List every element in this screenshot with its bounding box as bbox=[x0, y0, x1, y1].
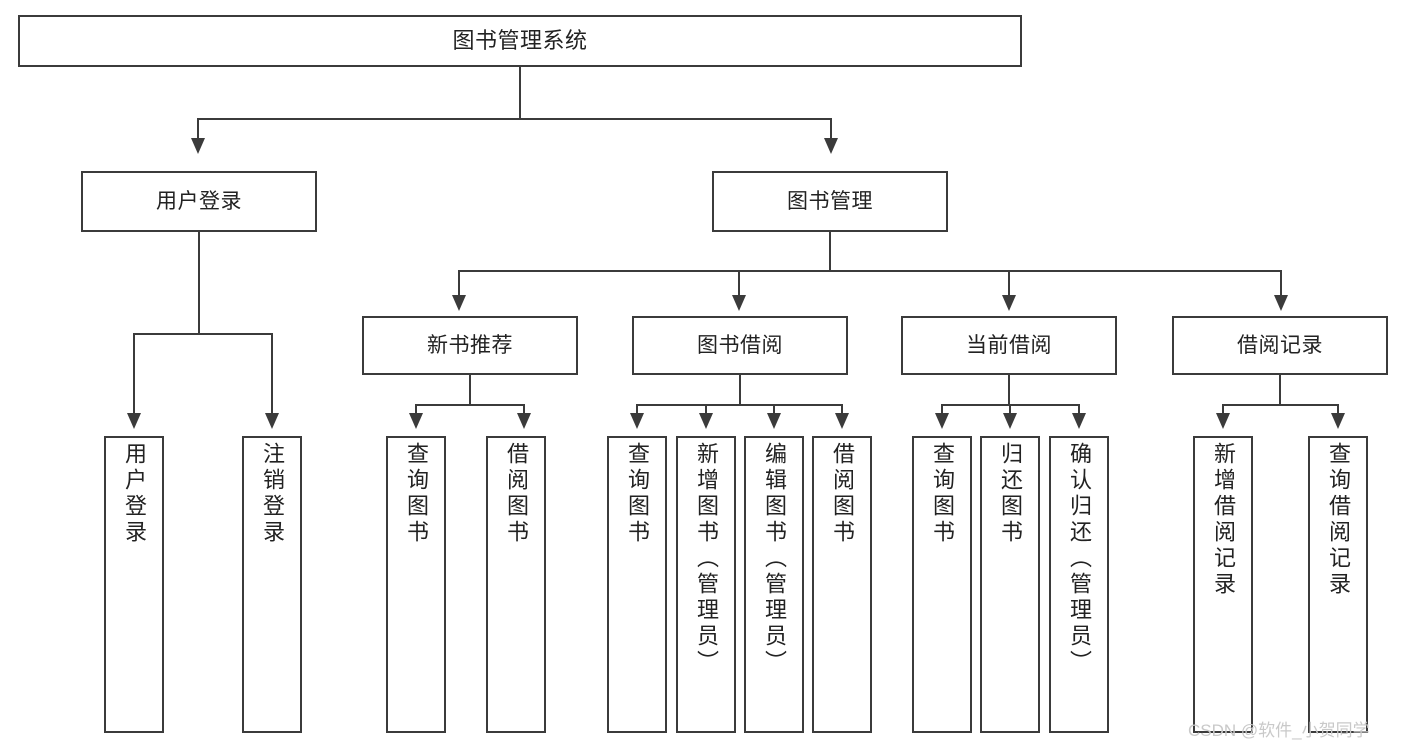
connector-nbr-drop-1 bbox=[415, 404, 417, 415]
connector-bb-bus bbox=[636, 404, 843, 406]
node-label: 新书推荐 bbox=[427, 333, 513, 357]
connector-cb-stem bbox=[1008, 375, 1010, 405]
node-label: 借阅记录 bbox=[1237, 333, 1323, 357]
connector-level3-drop-3 bbox=[1008, 270, 1010, 297]
arrowhead-leaf-query-record bbox=[1331, 413, 1345, 429]
node-label: 新增借阅记录 bbox=[1211, 442, 1236, 598]
node-leaf-add-record[interactable]: 新增借阅记录 bbox=[1193, 436, 1253, 733]
arrowhead-leaf-return-book bbox=[1003, 413, 1017, 429]
node-leaf-query-book-3[interactable]: 查询图书 bbox=[912, 436, 972, 733]
connector-user-login-drop-2 bbox=[271, 333, 273, 415]
arrowhead-leaf-logout-login bbox=[265, 413, 279, 429]
node-book-management[interactable]: 图书管理 bbox=[712, 171, 948, 232]
connector-br-bus bbox=[1222, 404, 1339, 406]
node-label: 图书管理系统 bbox=[452, 27, 588, 53]
node-book-borrow[interactable]: 图书借阅 bbox=[632, 316, 848, 375]
node-label: 查询图书 bbox=[930, 442, 955, 546]
arrowhead-user-login bbox=[191, 138, 205, 154]
arrowhead-leaf-add-record bbox=[1216, 413, 1230, 429]
node-borrow-record[interactable]: 借阅记录 bbox=[1172, 316, 1388, 375]
node-label: 注销登录 bbox=[260, 442, 285, 546]
connector-br-stem bbox=[1279, 375, 1281, 405]
node-leaf-borrow-book-1[interactable]: 借阅图书 bbox=[486, 436, 546, 733]
arrowhead-leaf-query-book-1 bbox=[409, 413, 423, 429]
connector-bb-drop-4 bbox=[841, 404, 843, 415]
node-label: 确认归还（管理员） bbox=[1067, 442, 1092, 676]
node-leaf-query-book-2[interactable]: 查询图书 bbox=[607, 436, 667, 733]
connector-cb-drop-3 bbox=[1078, 404, 1080, 415]
connector-level2-drop-right bbox=[830, 118, 832, 140]
node-label: 图书管理 bbox=[787, 189, 873, 213]
connector-bb-drop-3 bbox=[773, 404, 775, 415]
connector-level3-drop-2 bbox=[738, 270, 740, 297]
connector-user-login-bus bbox=[133, 333, 273, 335]
node-root-system[interactable]: 图书管理系统 bbox=[18, 15, 1022, 67]
node-label: 用户登录 bbox=[122, 442, 147, 546]
connector-root-stem bbox=[519, 67, 521, 119]
node-label: 编辑图书（管理员） bbox=[762, 442, 787, 676]
arrowhead-borrow-record bbox=[1274, 295, 1288, 311]
connector-cb-drop-1 bbox=[941, 404, 943, 415]
connector-book-management-stem bbox=[829, 232, 831, 272]
node-leaf-borrow-book-2[interactable]: 借阅图书 bbox=[812, 436, 872, 733]
arrowhead-leaf-confirm-return bbox=[1072, 413, 1086, 429]
arrowhead-book-management bbox=[824, 138, 838, 154]
node-leaf-confirm-return[interactable]: 确认归还（管理员） bbox=[1049, 436, 1109, 733]
node-new-book-recommend[interactable]: 新书推荐 bbox=[362, 316, 578, 375]
arrowhead-leaf-add-book bbox=[699, 413, 713, 429]
arrowhead-leaf-query-book-3 bbox=[935, 413, 949, 429]
node-current-borrow[interactable]: 当前借阅 bbox=[901, 316, 1117, 375]
node-label: 查询借阅记录 bbox=[1326, 442, 1351, 598]
arrowhead-current-borrow bbox=[1002, 295, 1016, 311]
connector-level3-bus bbox=[458, 270, 1282, 272]
connector-bb-drop-2 bbox=[705, 404, 707, 415]
arrowhead-leaf-borrow-book-1 bbox=[517, 413, 531, 429]
connector-nbr-stem bbox=[469, 375, 471, 405]
connector-level2-bus bbox=[197, 118, 832, 120]
arrowhead-leaf-edit-book bbox=[767, 413, 781, 429]
node-label: 归还图书 bbox=[998, 442, 1023, 546]
node-label: 新增图书（管理员） bbox=[694, 442, 719, 676]
connector-user-login-stem bbox=[198, 232, 200, 334]
node-label: 用户登录 bbox=[156, 189, 242, 213]
node-label: 查询图书 bbox=[625, 442, 650, 546]
node-label: 借阅图书 bbox=[504, 442, 529, 546]
connector-br-drop-1 bbox=[1222, 404, 1224, 415]
node-leaf-query-record[interactable]: 查询借阅记录 bbox=[1308, 436, 1368, 733]
node-label: 当前借阅 bbox=[966, 333, 1052, 357]
node-leaf-logout-login[interactable]: 注销登录 bbox=[242, 436, 302, 733]
node-label: 查询图书 bbox=[404, 442, 429, 546]
connector-nbr-drop-2 bbox=[523, 404, 525, 415]
connector-user-login-drop-1 bbox=[133, 333, 135, 415]
node-leaf-return-book[interactable]: 归还图书 bbox=[980, 436, 1040, 733]
connector-bb-stem bbox=[739, 375, 741, 405]
connector-nbr-bus bbox=[415, 404, 525, 406]
connector-bb-drop-1 bbox=[636, 404, 638, 415]
arrowhead-leaf-borrow-book-2 bbox=[835, 413, 849, 429]
arrowhead-new-book-recommend bbox=[452, 295, 466, 311]
watermark-text: CSDN @软件_小贺同学 bbox=[1188, 721, 1370, 740]
node-label: 图书借阅 bbox=[697, 333, 783, 357]
connector-level3-drop-4 bbox=[1280, 270, 1282, 297]
connector-level3-drop-1 bbox=[458, 270, 460, 297]
arrowhead-leaf-user-login bbox=[127, 413, 141, 429]
connector-cb-drop-2 bbox=[1009, 404, 1011, 415]
node-label: 借阅图书 bbox=[830, 442, 855, 546]
connector-br-drop-2 bbox=[1337, 404, 1339, 415]
connector-level2-drop-left bbox=[197, 118, 199, 140]
node-leaf-add-book[interactable]: 新增图书（管理员） bbox=[676, 436, 736, 733]
node-leaf-query-book-1[interactable]: 查询图书 bbox=[386, 436, 446, 733]
arrowhead-leaf-query-book-2 bbox=[630, 413, 644, 429]
node-leaf-edit-book[interactable]: 编辑图书（管理员） bbox=[744, 436, 804, 733]
node-leaf-user-login[interactable]: 用户登录 bbox=[104, 436, 164, 733]
node-user-login[interactable]: 用户登录 bbox=[81, 171, 317, 232]
arrowhead-book-borrow bbox=[732, 295, 746, 311]
